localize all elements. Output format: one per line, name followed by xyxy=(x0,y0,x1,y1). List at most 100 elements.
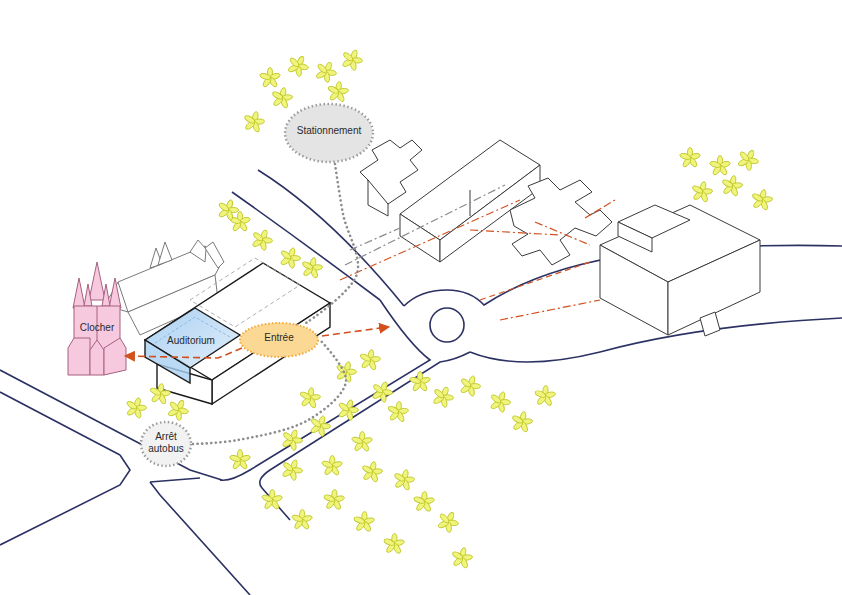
drawing-part xyxy=(351,436,363,445)
drawing-part xyxy=(158,242,172,265)
drawing-part xyxy=(150,482,250,595)
entrance-zone: Entrée xyxy=(238,321,320,359)
drawing-part xyxy=(190,240,206,262)
drawing-part xyxy=(272,90,284,100)
drawing-part xyxy=(692,184,704,194)
drawing-part xyxy=(109,278,121,308)
drawing-part xyxy=(261,494,273,503)
drawing-part xyxy=(323,494,335,503)
drawing-part xyxy=(260,352,470,520)
drawing-part xyxy=(322,327,388,336)
drawing-part xyxy=(439,513,450,525)
drawing-part xyxy=(150,383,171,404)
drawing-part xyxy=(89,262,105,300)
drawing-part xyxy=(512,411,533,432)
drawing-part xyxy=(372,381,393,403)
drawing-part xyxy=(340,200,520,280)
drawing-part xyxy=(535,222,590,245)
drawing-part xyxy=(282,429,303,451)
drawing-part xyxy=(360,349,381,370)
drawing-part xyxy=(679,148,701,169)
drawing-part xyxy=(285,104,373,162)
drawing-part xyxy=(480,262,590,300)
node-label: Entrée xyxy=(264,332,293,344)
drawing-part xyxy=(302,257,323,278)
node-label: Auditorium xyxy=(167,335,215,347)
drawing-part xyxy=(310,417,322,428)
drawing-part xyxy=(430,308,464,342)
drawing-part xyxy=(737,150,758,171)
drawing-part xyxy=(321,455,343,476)
drawing-part xyxy=(739,151,750,163)
drawing-part xyxy=(722,178,734,188)
drawing-part xyxy=(282,461,294,472)
drawing-part xyxy=(167,400,188,421)
drawing-part xyxy=(291,514,303,523)
drawing-part xyxy=(0,392,120,455)
parking-zone: Stationnement xyxy=(283,102,375,164)
drawing-part xyxy=(510,178,612,265)
drawing-part xyxy=(512,414,524,424)
drawing-part xyxy=(218,202,230,213)
drawing-part xyxy=(252,229,273,251)
drawing-part xyxy=(585,200,615,218)
drawing-part xyxy=(104,338,126,375)
node-label: Arrêt autobus xyxy=(144,431,188,454)
auditorium-volume: Auditorium xyxy=(140,305,242,385)
drawing-part xyxy=(460,375,481,397)
drawing-part xyxy=(437,512,458,533)
drawing-part xyxy=(394,472,406,482)
drawing-part xyxy=(145,340,190,383)
drawing-part xyxy=(394,469,415,491)
drawing-part xyxy=(289,57,300,69)
drawing-part xyxy=(618,222,652,252)
drawing-part xyxy=(387,405,399,414)
drawing-part xyxy=(68,338,90,375)
drawing-part xyxy=(383,538,395,547)
drawing-part xyxy=(345,185,505,265)
drawing-part xyxy=(150,478,200,482)
drawing-part xyxy=(291,509,313,530)
drawing-part xyxy=(338,399,359,421)
drawing-part xyxy=(679,152,691,160)
drawing-part xyxy=(310,415,331,437)
drawing-part xyxy=(433,388,445,399)
drawing-part xyxy=(342,49,363,71)
drawing-part xyxy=(323,489,345,510)
drawing-part xyxy=(240,323,318,357)
drawing-part xyxy=(383,533,405,554)
drawing-part xyxy=(316,61,337,82)
drawing-part xyxy=(205,242,224,268)
drawing-part xyxy=(752,192,764,202)
drawing-part xyxy=(141,422,191,466)
drawing-part xyxy=(350,228,400,250)
drawing-part xyxy=(709,160,721,168)
drawing-part xyxy=(102,284,110,306)
drawing-part xyxy=(84,284,92,306)
drawing-part xyxy=(360,353,372,363)
drawing-part xyxy=(126,397,147,419)
drawing-part xyxy=(600,245,668,335)
drawing-part xyxy=(244,111,265,133)
drawing-part xyxy=(68,262,126,375)
drawing-part xyxy=(351,431,373,452)
drawing-part xyxy=(692,181,713,202)
drawing-part xyxy=(280,247,301,269)
drawing-part xyxy=(126,400,138,410)
bell-tower: Clocher xyxy=(66,262,128,377)
drawing-part xyxy=(150,387,162,397)
drawing-part xyxy=(218,199,239,221)
drawing-part xyxy=(534,390,546,399)
drawing-part xyxy=(452,547,473,568)
walking-path xyxy=(306,164,358,323)
drawing-part xyxy=(272,87,293,108)
drawing-part xyxy=(0,455,130,545)
drawing-part xyxy=(229,450,251,471)
trees xyxy=(126,49,773,568)
drawing-part xyxy=(317,63,329,74)
drawing-part xyxy=(409,372,431,393)
drawing-part xyxy=(259,72,271,80)
drawing-part xyxy=(668,240,760,335)
